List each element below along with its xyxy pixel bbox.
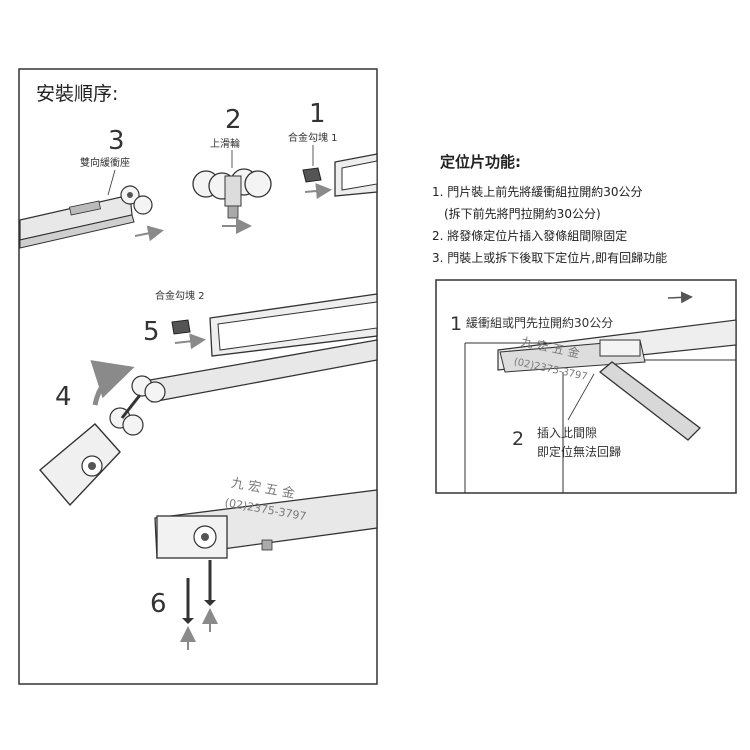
rail-upper-channel	[217, 301, 378, 351]
positioning-item-2: 2. 將發條定位片插入發條組間隙固定	[432, 228, 627, 243]
assembly-wheel-2	[144, 381, 166, 403]
step-6: 6	[150, 489, 378, 650]
callout-2-number: 2	[512, 428, 524, 450]
buffer-wheel-2	[133, 195, 153, 215]
step-1-label: 合金勾塊 1	[288, 131, 338, 144]
step-3-label: 雙向緩衝座	[80, 156, 130, 169]
step-4: 4	[39, 339, 378, 507]
step-1-arrow	[304, 183, 332, 200]
step-3-leader	[107, 169, 116, 196]
step-4-number: 4	[55, 382, 72, 412]
step-2-label: 上滑輪	[210, 137, 240, 150]
hook-block-2	[171, 319, 191, 335]
step-1: 1 合金勾塊 1	[288, 99, 378, 200]
screw-1	[180, 578, 196, 650]
positioning-plate	[598, 361, 701, 441]
assembly-link	[120, 394, 142, 419]
step-3-arrow	[134, 225, 164, 242]
callout-1-number: 1	[450, 313, 462, 335]
left-panel: 安裝順序: 3 雙向緩衝座 2 上滑輪	[18, 68, 378, 685]
positioning-title: 定位片功能:	[440, 153, 521, 171]
buffer-spring	[69, 200, 101, 216]
detail-box: 1 緩衝組或門先拉開約30公分 2 插入此間隙 即定位無法回歸 九 宏 五 金 …	[435, 279, 737, 494]
roller-body	[224, 175, 242, 207]
callout-2-line1: 插入此間隙	[537, 426, 597, 440]
step-6-number: 6	[150, 589, 167, 619]
step-3-number: 3	[108, 126, 125, 156]
step-5-label: 合金勾塊 2	[155, 289, 205, 302]
callout-2-leader	[567, 373, 595, 421]
assembly-wheel-4	[122, 414, 144, 436]
detail-box-frame	[435, 279, 737, 494]
end-box-gear-hub	[201, 533, 209, 541]
hook-block-1	[302, 167, 322, 183]
left-panel-frame	[18, 68, 378, 685]
callout-2-line2: 即定位無法回歸	[537, 444, 621, 459]
step-5-number: 5	[143, 317, 160, 347]
callout-1-arrow	[667, 291, 693, 304]
buffer-unit-plate	[599, 339, 641, 357]
positioning-item-1: 1. 門片裝上前先將緩衝組拉開約30公分	[432, 184, 643, 199]
step-5-arrow	[174, 333, 206, 350]
buffer-seat-side	[19, 214, 135, 249]
roller-bolt	[227, 205, 239, 219]
rail-nut	[261, 539, 273, 551]
rotate-arrow	[90, 360, 135, 406]
positioning-item-3: 3. 門裝上或拆下後取下定位片,即有回歸功能	[432, 250, 667, 265]
roller-wheel-4	[244, 170, 272, 198]
step-3: 3 雙向緩衝座	[19, 126, 164, 249]
buffer-wheel-hub	[127, 192, 133, 198]
callout-1-text: 緩衝組或門先拉開約30公分	[466, 315, 613, 330]
right-panel: 定位片功能: 1. 門片裝上前先將緩衝組拉開約30公分 (拆下前先將門拉開約30…	[432, 153, 737, 494]
step-1-number: 1	[309, 99, 326, 129]
step-2: 2 上滑輪	[192, 105, 272, 234]
step-5: 合金勾塊 2 5	[143, 289, 378, 357]
screw-2	[202, 560, 218, 632]
track-end-1-channel	[341, 160, 378, 191]
step-2-number: 2	[225, 105, 242, 135]
install-order-title: 安裝順序:	[36, 83, 118, 105]
damper-gear-hub	[88, 462, 96, 470]
positioning-item-1b: (拆下前先將門拉開約30公分)	[444, 206, 601, 221]
damper-box	[39, 423, 121, 507]
